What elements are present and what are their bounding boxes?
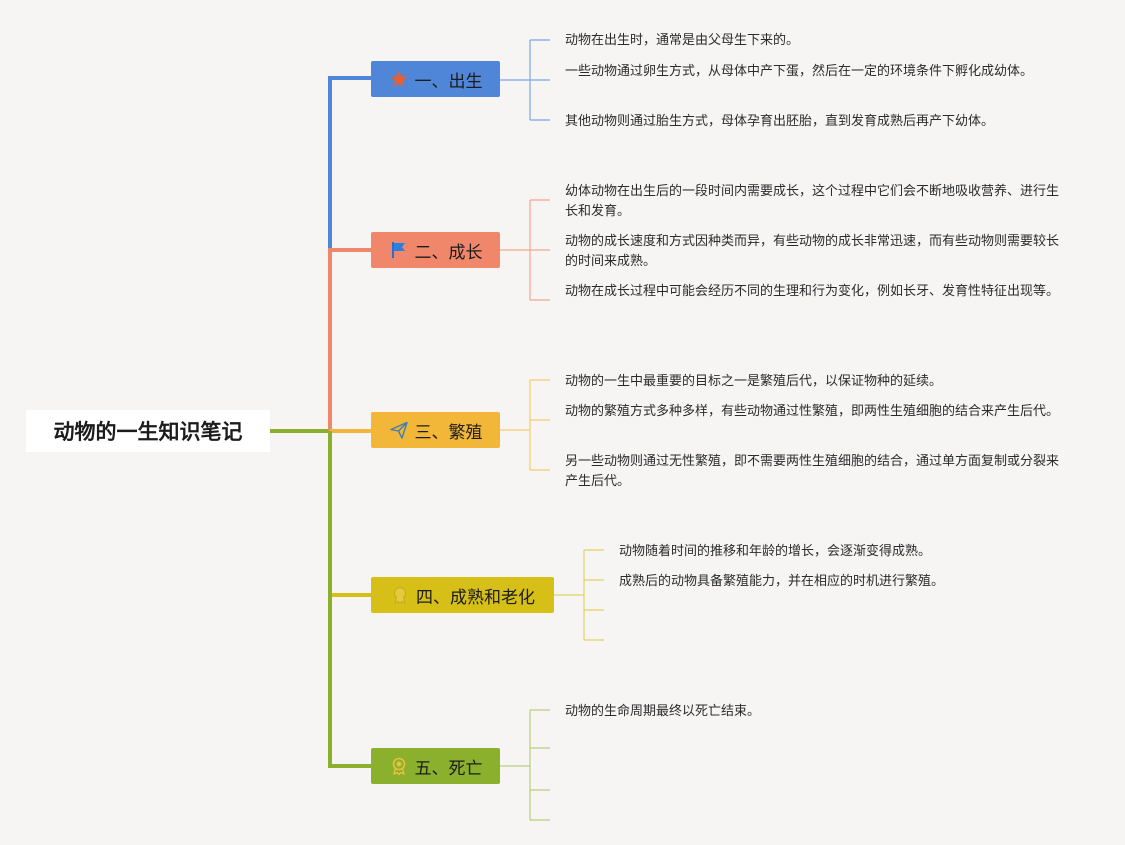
leaf-text[interactable]: 其他动物则通过胎生方式，母体孕育出胚胎，直到发育成熟后再产下幼体。 <box>565 114 995 129</box>
leaf-connectors-death <box>500 709 550 821</box>
award-icon <box>389 756 409 776</box>
branch-connector-growth <box>328 248 371 431</box>
medal-icon <box>390 585 410 605</box>
leaf-text[interactable]: 动物的生命周期最终以死亡结束。 <box>565 704 761 719</box>
branch-connector-mature <box>328 431 371 597</box>
leaf-text[interactable]: 幼体动物在出生后的一段时间内需要成长，这个过程中它们会不断地吸收营养、进行生长和… <box>565 184 1060 219</box>
branch-birth[interactable]: 一、出生 <box>371 61 500 97</box>
paper-plane-icon <box>389 420 409 440</box>
leaf-text[interactable]: 动物在出生时，通常是由父母生下来的。 <box>565 33 800 48</box>
branch-label: 五、死亡 <box>414 758 483 779</box>
branch-label: 一、出生 <box>414 71 483 92</box>
leaf-text[interactable]: 动物在成长过程中可能会经历不同的生理和行为变化，例如长牙、发育性特征出现等。 <box>565 284 1060 299</box>
branch-death[interactable]: 五、死亡 <box>371 748 500 784</box>
leaf-connectors-repro <box>500 379 550 471</box>
branch-label: 三、繁殖 <box>414 422 483 443</box>
branch-connector-death <box>328 431 371 768</box>
leaf-text[interactable]: 动物的成长速度和方式因种类而异，有些动物的成长非常迅速，而有些动物则需要较长的时… <box>565 234 1060 269</box>
leaf-connectors-birth <box>500 39 550 121</box>
star-icon <box>389 69 409 89</box>
leaf-text[interactable]: 动物随着时间的推移和年龄的增长，会逐渐变得成熟。 <box>619 544 932 559</box>
leaf-text[interactable]: 一些动物通过卵生方式，从母体中产下蛋，然后在一定的环境条件下孵化成幼体。 <box>565 64 1034 79</box>
leaf-text[interactable]: 动物的一生中最重要的目标之一是繁殖后代，以保证物种的延续。 <box>565 374 943 389</box>
root-topic[interactable]: 动物的一生知识笔记 <box>26 410 270 452</box>
flag-icon <box>389 240 409 260</box>
leaf-connectors-growth <box>500 199 550 301</box>
leaf-connectors-mature <box>554 549 604 641</box>
branch-label: 四、成熟和老化 <box>416 587 535 608</box>
leaf-text[interactable]: 另一些动物则通过无性繁殖，即不需要两性生殖细胞的结合，通过单方面复制或分裂来产生… <box>565 454 1060 489</box>
branch-reproduction[interactable]: 三、繁殖 <box>371 412 500 448</box>
leaf-text[interactable]: 动物的繁殖方式多种多样，有些动物通过性繁殖，即两性生殖细胞的结合来产生后代。 <box>565 404 1060 419</box>
leaf-text[interactable]: 成熟后的动物具备繁殖能力，并在相应的时机进行繁殖。 <box>619 574 945 589</box>
branch-maturity-aging[interactable]: 四、成熟和老化 <box>371 577 554 613</box>
branch-connector-birth <box>328 76 371 431</box>
branch-label: 二、成长 <box>414 242 483 263</box>
branch-growth[interactable]: 二、成长 <box>371 232 500 268</box>
